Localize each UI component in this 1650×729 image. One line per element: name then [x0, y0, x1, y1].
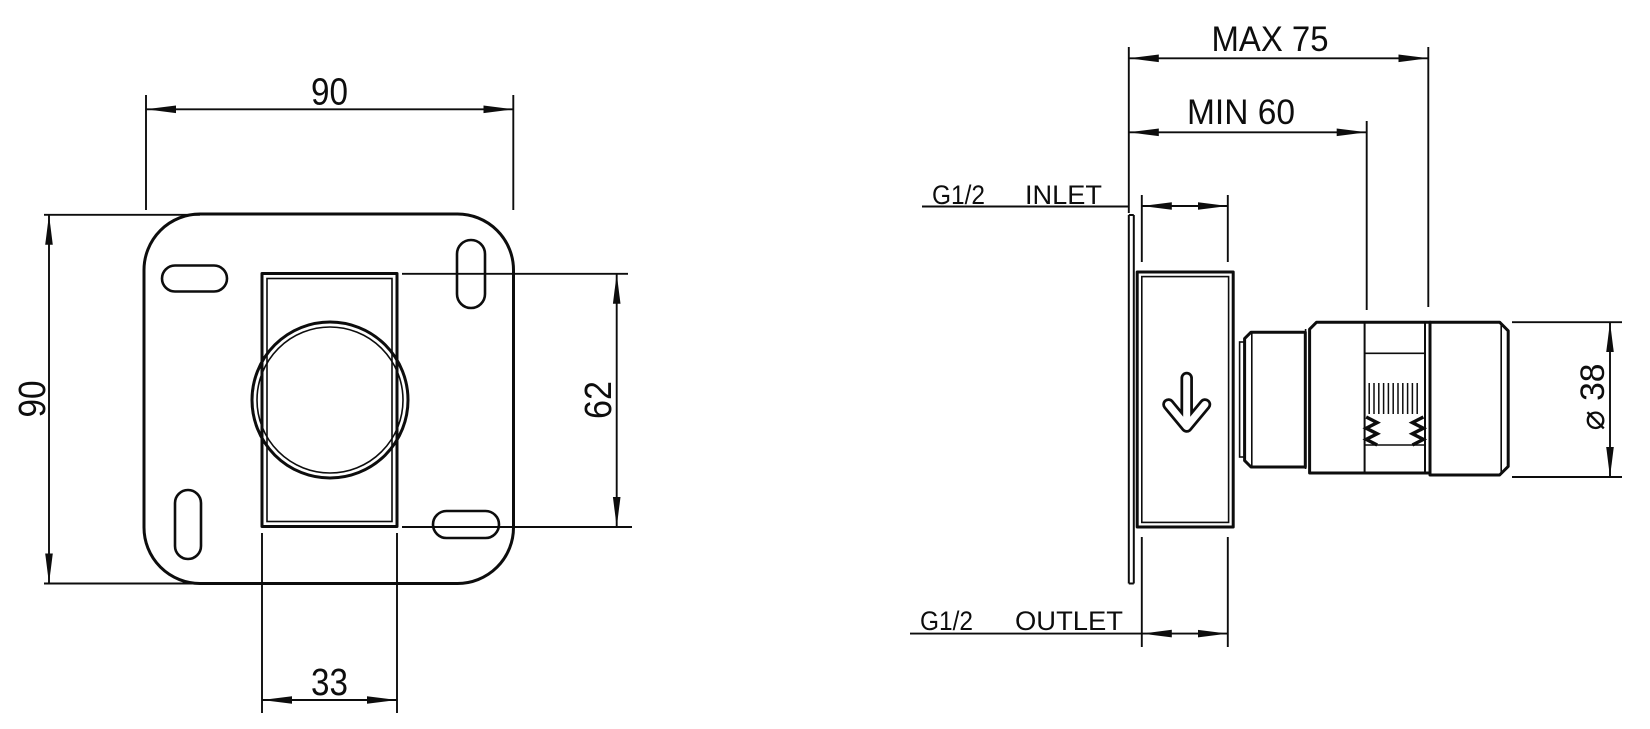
inlet-callout: G1/2 INLET	[922, 180, 1229, 262]
cartridge-block	[1304, 320, 1432, 475]
front-view: 90 90 62 33	[12, 72, 632, 713]
dim-diameter: ⌀ 38	[1512, 321, 1622, 478]
sleeve-hub	[1243, 330, 1307, 469]
mounting-slot-bottom-left	[173, 488, 203, 561]
inlet-label: INLET	[1025, 180, 1102, 210]
plate-width-value: 90	[311, 72, 348, 114]
flow-direction-arrow-icon	[1162, 371, 1212, 433]
cartridge-housing-outline	[260, 272, 399, 528]
knob-circle-outer	[250, 320, 410, 480]
outlet-label: OUTLET	[1015, 606, 1123, 636]
mounting-slot-top-left	[160, 264, 229, 293]
wall-flange-edge	[1127, 214, 1135, 585]
end-cap	[1428, 320, 1510, 477]
mounting-plate-outline	[142, 212, 515, 585]
inlet-thread-label: G1/2	[932, 180, 985, 210]
valve-body-inner-line	[1141, 275, 1230, 524]
max-depth-value: MAX 75	[1212, 20, 1329, 59]
cartridge-housing-inner-line	[266, 277, 393, 523]
outlet-callout: G1/2 OUTLET	[910, 537, 1229, 647]
dim-cartridge-width: 33	[261, 533, 398, 713]
cartridge-height-value: 62	[578, 381, 620, 419]
valve-body-outline	[1135, 270, 1235, 529]
dim-plate-height: 90	[12, 213, 200, 585]
cartridge-width-value: 33	[311, 662, 348, 704]
dim-plate-width: 90	[145, 72, 515, 210]
mounting-slot-bottom-right	[431, 509, 501, 540]
knob-circle-inner	[256, 326, 404, 474]
spring-mark-right	[1408, 415, 1428, 447]
min-depth-value: MIN 60	[1187, 93, 1295, 132]
dim-max-depth: MAX 75	[1127, 20, 1430, 307]
plate-height-value: 90	[12, 381, 54, 418]
dim-min-depth: MIN 60	[1128, 93, 1368, 310]
diameter-value: ⌀ 38	[1574, 364, 1612, 431]
dim-cartridge-height: 62	[402, 272, 632, 528]
side-view: MAX 75 MIN 60 G1/2 INLET G1/2 OUTLET	[910, 20, 1622, 647]
outlet-thread-label: G1/2	[920, 606, 973, 636]
knurl-hatching	[1368, 383, 1418, 414]
spring-mark-left	[1362, 415, 1381, 447]
